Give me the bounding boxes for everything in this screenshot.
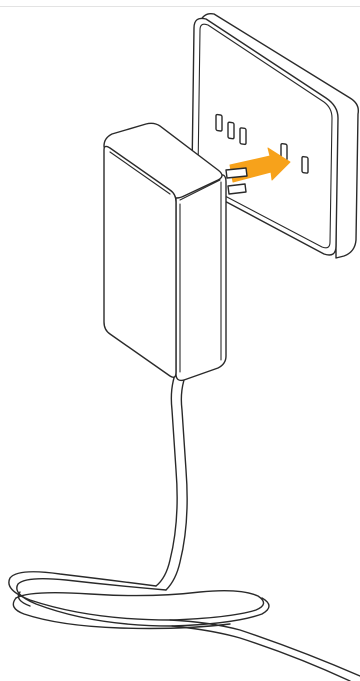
- top-divider: [0, 6, 360, 7]
- power-adapter: [103, 122, 227, 382]
- adapter-prongs: [225, 167, 248, 195]
- outlet-slots: [215, 113, 309, 174]
- power-cable: [8, 377, 360, 681]
